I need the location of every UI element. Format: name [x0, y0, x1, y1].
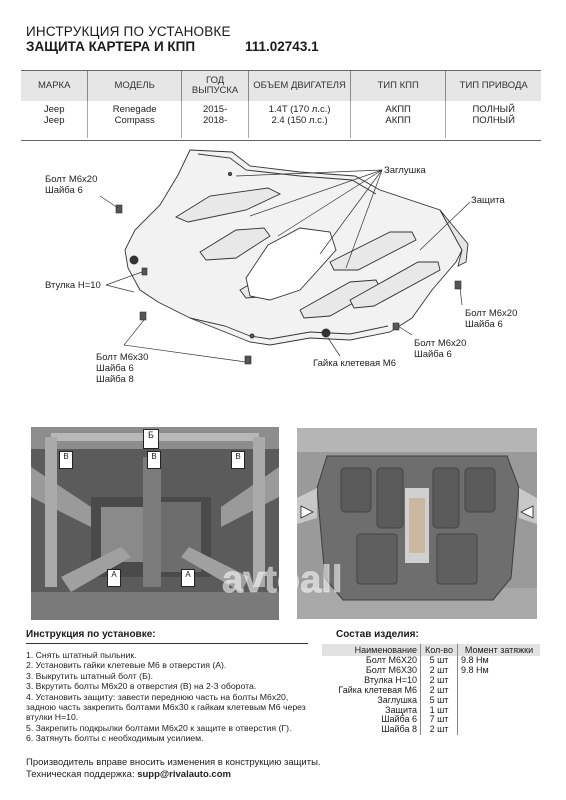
vehicle-table-header: МАРКА МОДЕЛЬ ГОД ВЫПУСКА ОБЪЕМ ДВИГАТЕЛЯ…	[21, 70, 541, 101]
bolt-icon	[392, 322, 400, 331]
marker-v-left: В	[59, 451, 73, 469]
kit-table-header: Наименование Кол-во Момент затяжки	[322, 644, 540, 656]
rib-1	[175, 187, 282, 223]
photo-before: Б В В В А А	[31, 427, 279, 620]
rib-5	[329, 231, 417, 271]
bushing-icon	[141, 267, 148, 276]
cell-year: 2015-	[180, 101, 249, 115]
cell-drive: ПОЛНЫЙ	[445, 115, 541, 126]
kit-title: Состав изделия:	[336, 629, 419, 640]
instruction-step: 5. Закрепить подкрылки болтами М6х20 к з…	[26, 722, 292, 733]
table-spacer	[21, 126, 541, 138]
center-opening	[245, 227, 337, 301]
marker-a-right: А	[181, 569, 195, 587]
watermark-text: avtoall	[222, 559, 342, 601]
rib-6	[349, 261, 441, 309]
instruction-step: задною часть закрепить болтами М6х30 к г…	[26, 702, 306, 713]
doc-subtitle: ЗАЩИТА КАРТЕРА И КПП	[26, 39, 196, 54]
vehicle-table: МАРКА МОДЕЛЬ ГОД ВЫПУСКА ОБЪЕМ ДВИГАТЕЛЯ…	[21, 70, 541, 138]
instruction-step: 6. Затянуть болты с необходимым усилием.	[26, 733, 204, 744]
instruction-step: 4. Установить защиту: завести переднюю ч…	[26, 691, 289, 702]
bolt-icon	[454, 280, 462, 290]
support-line: Техническая поддержка: supp@rivalauto.co…	[26, 769, 231, 780]
disclaimer: Производитель вправе вносить изменения в…	[26, 757, 321, 768]
cell-model: Compass	[87, 115, 182, 126]
col-brand: МАРКА	[21, 70, 88, 101]
cell-engine: 2.4 (150 л.с.)	[248, 115, 351, 126]
col-model: МОДЕЛЬ	[87, 70, 182, 101]
cell-gearbox: АКПП	[349, 101, 446, 115]
col-drive: ТИП ПРИВОДА	[445, 70, 541, 101]
table-bottom-rule	[21, 140, 541, 141]
cell-gearbox: АКПП	[349, 115, 446, 126]
cell-engine: 1.4T (170 л.с.)	[248, 101, 351, 115]
table-top-rule	[21, 70, 541, 71]
label-cage-nut: Гайка клетевая М6	[313, 358, 396, 369]
watermark-logo: avtoall	[222, 559, 343, 602]
instruction-step: 2. Установить гайки клетевые М6 в отверс…	[26, 660, 227, 671]
col-qty: Кол-во	[420, 644, 458, 656]
article-number: 111.02743.1	[245, 39, 319, 54]
doc-title: ИНСТРУКЦИЯ ПО УСТАНОВКЕ	[26, 24, 231, 39]
instruction-step: 3. Вкрутить болты М6х20 в отверстия (В) …	[26, 681, 257, 692]
rib-2	[199, 227, 271, 261]
instructions-title: Инструкция по установке:	[26, 629, 156, 640]
cell-year: 2018-	[180, 115, 249, 126]
marker-a-left: А	[107, 569, 121, 587]
table-row: Jeep Compass 2018- 2.4 (150 л.с.) АКПП П…	[21, 115, 541, 126]
instruction-step: 3. Выкрутить штатный болт (Б).	[26, 670, 154, 681]
exploded-diagram	[99, 149, 471, 365]
cell-drive: ПОЛНЫЙ	[445, 101, 541, 115]
label-bolt-m6x30: Болт М6х30 Шайба 6 Шайба 8	[96, 352, 149, 385]
cell-brand: Jeep	[43, 115, 65, 126]
col-year: ГОД ВЫПУСКА	[180, 70, 249, 101]
table-row: Jeep Renegade 2015- 1.4T (170 л.с.) АКПП…	[21, 101, 541, 115]
col-engine: ОБЪЕМ ДВИГАТЕЛЯ	[248, 70, 351, 101]
label-plug: Заглушка	[384, 165, 426, 176]
instruction-step: 1. Снять штатный пыльник.	[26, 650, 137, 660]
kit-table: Наименование Кол-во Момент затяжки Болт …	[322, 644, 540, 736]
label-bolt-m6x20-left: Болт М6х20 Шайба 6	[45, 174, 98, 196]
label-bolt-m6x20-lower: Болт М6х20 Шайба 6	[414, 338, 467, 360]
label-bushing: Втулка Н=10	[45, 280, 101, 291]
cell-model: Renegade	[87, 101, 182, 115]
cell-brand: Jeep	[43, 104, 65, 115]
bolt-icon	[115, 204, 123, 214]
instructions-rule	[26, 643, 308, 644]
instructions-list: 1. Снять штатный пыльник. 2. Установить …	[26, 650, 316, 744]
col-name: Наименование	[322, 644, 421, 656]
col-gearbox: ТИП КПП	[349, 70, 446, 101]
marker-v-center: В	[147, 451, 161, 469]
bolt-icon	[244, 355, 252, 365]
label-bolt-m6x20-right: Болт М6х20 Шайба 6	[465, 308, 518, 330]
support-label: Техническая поддержка:	[26, 769, 138, 780]
bolt-icon	[139, 311, 147, 321]
instruction-step: втулки Н=10.	[26, 712, 79, 723]
marker-v-right: В	[231, 451, 245, 469]
support-email: supp@rivalauto.com	[137, 769, 231, 780]
photo-after	[297, 428, 537, 619]
marker-b: Б	[143, 429, 159, 449]
col-torque: Момент затяжки	[457, 644, 540, 656]
label-guard: Защита	[471, 195, 505, 206]
